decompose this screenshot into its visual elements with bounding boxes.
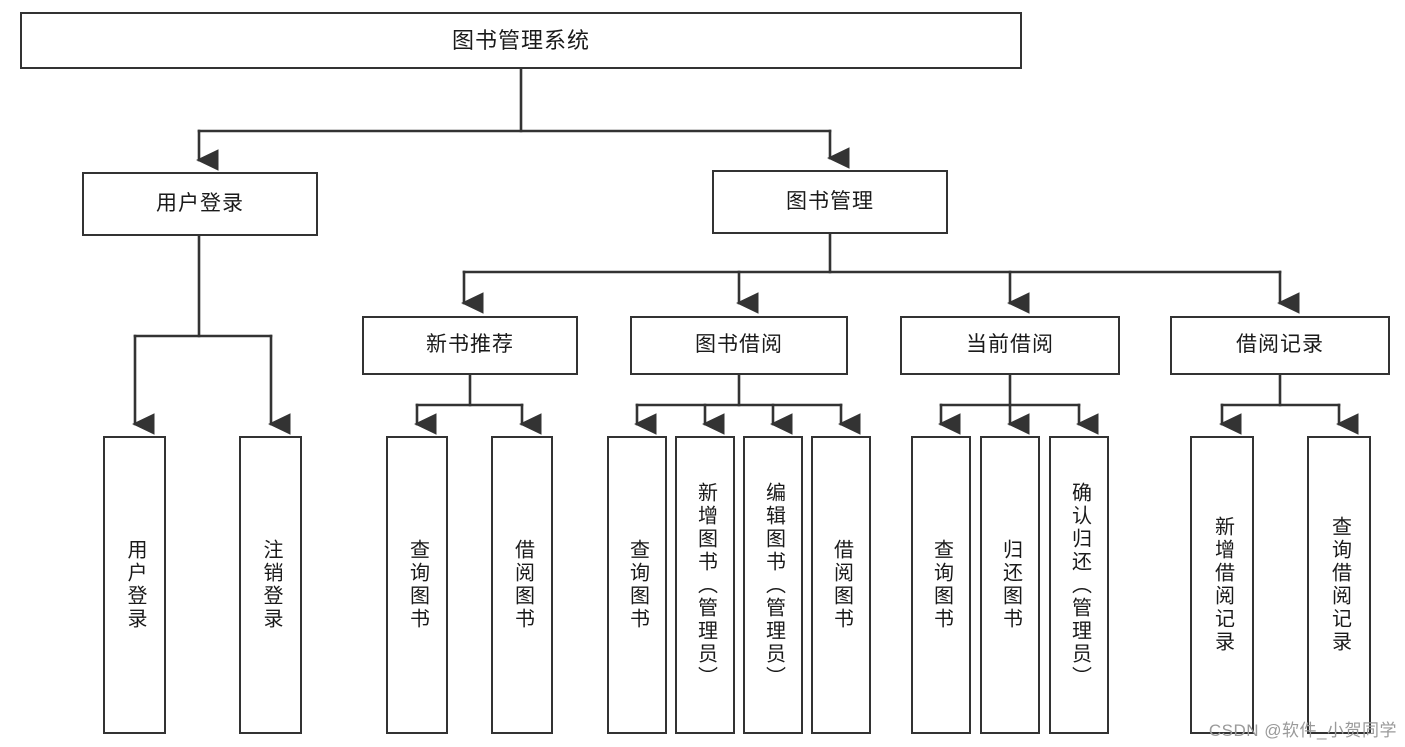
watermark: CSDN @软件_小贺同学 — [1208, 721, 1397, 740]
node-borrow-record[interactable]: 借阅记录 — [1170, 316, 1390, 375]
node-book-borrow[interactable]: 图书借阅 — [630, 316, 848, 375]
leaf-logout-login[interactable]: 注销登录 — [239, 436, 302, 734]
node-user-login[interactable]: 用户登录 — [82, 172, 318, 236]
leaf-user-login-label: 用户登录 — [124, 539, 146, 631]
leaf-query-book-2-label: 查询图书 — [626, 539, 649, 631]
leaf-query-record-label: 查询借阅记录 — [1328, 516, 1351, 654]
leaf-add-record-label: 新增借阅记录 — [1211, 516, 1234, 654]
leaf-borrow-book-1[interactable]: 借阅图书 — [491, 436, 553, 734]
leaf-logout-login-label: 注销登录 — [260, 539, 282, 631]
leaf-query-book-2[interactable]: 查询图书 — [607, 436, 667, 734]
leaf-confirm-return[interactable]: 确认归还（管理员） — [1049, 436, 1109, 734]
leaf-query-book-1[interactable]: 查询图书 — [386, 436, 448, 734]
leaf-add-book-label: 新增图书（管理员） — [694, 481, 717, 689]
node-book-manage-label: 图书管理 — [786, 189, 874, 213]
node-root[interactable]: 图书管理系统 — [20, 12, 1022, 69]
node-current-borrow[interactable]: 当前借阅 — [900, 316, 1120, 375]
node-borrow-record-label: 借阅记录 — [1236, 333, 1324, 357]
leaf-query-record[interactable]: 查询借阅记录 — [1307, 436, 1371, 734]
leaf-borrow-book-2-label: 借阅图书 — [830, 539, 853, 631]
node-new-book-recommend[interactable]: 新书推荐 — [362, 316, 578, 375]
node-current-borrow-label: 当前借阅 — [966, 333, 1054, 357]
leaf-return-book-label: 归还图书 — [999, 539, 1022, 631]
node-user-login-label: 用户登录 — [156, 191, 244, 215]
leaf-query-book-3-label: 查询图书 — [930, 539, 953, 631]
leaf-add-book[interactable]: 新增图书（管理员） — [675, 436, 735, 734]
node-new-book-recommend-label: 新书推荐 — [426, 333, 514, 357]
leaf-edit-book-label: 编辑图书（管理员） — [762, 481, 785, 689]
leaf-return-book[interactable]: 归还图书 — [980, 436, 1040, 734]
leaf-borrow-book-1-label: 借阅图书 — [511, 539, 534, 631]
node-root-label: 图书管理系统 — [451, 27, 590, 53]
leaf-add-record[interactable]: 新增借阅记录 — [1190, 436, 1254, 734]
leaf-query-book-1-label: 查询图书 — [406, 539, 429, 631]
node-book-manage[interactable]: 图书管理 — [712, 170, 948, 234]
node-book-borrow-label: 图书借阅 — [695, 333, 783, 357]
leaf-borrow-book-2[interactable]: 借阅图书 — [811, 436, 871, 734]
leaf-query-book-3[interactable]: 查询图书 — [911, 436, 971, 734]
leaf-user-login[interactable]: 用户登录 — [103, 436, 166, 734]
leaf-confirm-return-label: 确认归还（管理员） — [1068, 481, 1091, 689]
leaf-edit-book[interactable]: 编辑图书（管理员） — [743, 436, 803, 734]
